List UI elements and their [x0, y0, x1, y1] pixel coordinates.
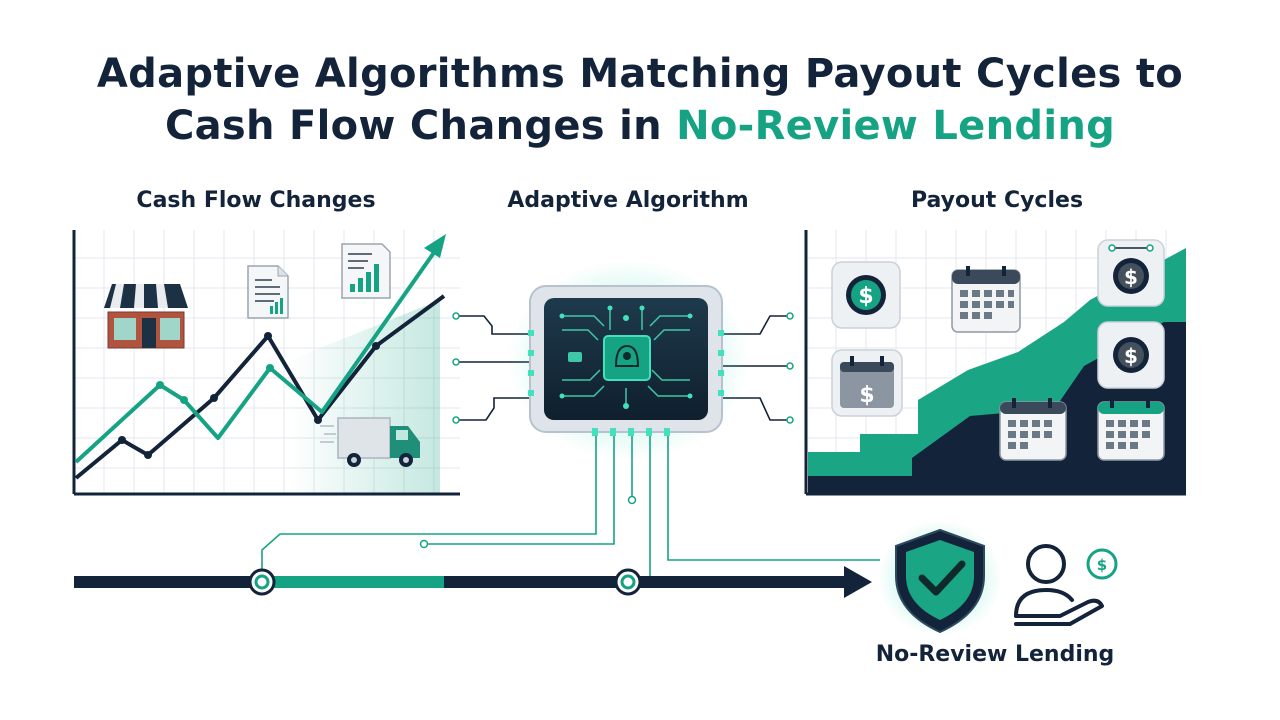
- svg-text:$: $: [1124, 344, 1138, 368]
- dollar-coin-icon: $: [1097, 321, 1165, 389]
- cash-flow-navy-line: [74, 294, 446, 480]
- svg-text:$: $: [859, 383, 874, 408]
- dollar-coin-icon: $: [831, 261, 901, 329]
- cash-flow-chart: [72, 230, 460, 496]
- cash-flow-arrowhead: [424, 234, 446, 258]
- cash-flow-area: [290, 300, 440, 494]
- calendar-icon: [1097, 398, 1165, 461]
- title-line-2: Cash Flow Changes in No-Review Lending: [0, 100, 1280, 152]
- shield-check-icon: [878, 520, 1002, 636]
- person-money-icon: [1014, 544, 1104, 626]
- calendar-icon: [951, 266, 1021, 333]
- page-title: Adaptive Algorithms Matching Payout Cycl…: [0, 48, 1280, 152]
- report-chart-icon: [341, 243, 391, 299]
- storefront-icon: [104, 284, 188, 349]
- cash-flow-heading: Cash Flow Changes: [136, 188, 376, 213]
- lending-label: No-Review Lending: [875, 642, 1115, 667]
- floating-coin-icon: $: [1086, 548, 1118, 580]
- payout-heading: Payout Cycles: [910, 188, 1084, 213]
- payout-chart: $ $ $: [804, 230, 1186, 496]
- timeline-arrow: [74, 566, 872, 598]
- calendar-dollar-icon: $: [831, 349, 903, 417]
- calendar-icon: [999, 398, 1067, 461]
- cash-flow-teal-dots: [156, 364, 274, 404]
- delivery-truck-icon: [320, 417, 420, 467]
- svg-text:$: $: [858, 284, 873, 309]
- processor-chip-icon: [508, 260, 748, 460]
- title-line-1: Adaptive Algorithms Matching Payout Cycl…: [96, 51, 1184, 97]
- document-icon: [247, 265, 289, 319]
- title-line-2-prefix: Cash Flow Changes in: [164, 103, 677, 149]
- payout-navy-area: [808, 322, 1186, 494]
- algorithm-heading: Adaptive Algorithm: [507, 188, 749, 213]
- title-line-2-accent: No-Review Lending: [676, 103, 1116, 149]
- svg-text:$: $: [1124, 265, 1138, 289]
- algorithm-end-dots: [452, 312, 794, 424]
- cash-flow-navy-dots: [118, 332, 380, 459]
- svg-text:$: $: [1097, 556, 1107, 574]
- dollar-coin-icon: $: [1097, 239, 1165, 307]
